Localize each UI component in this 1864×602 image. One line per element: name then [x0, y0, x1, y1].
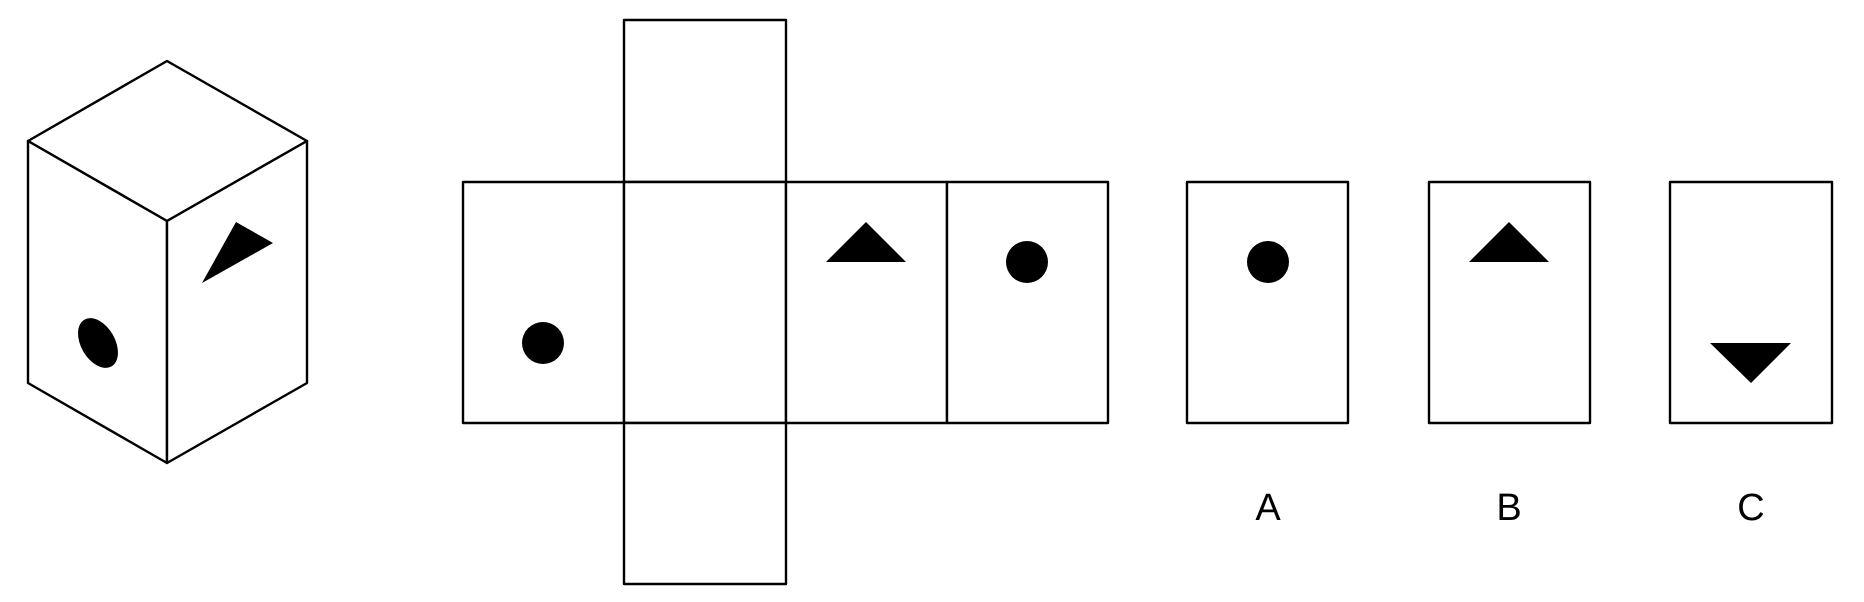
net-face-top	[622, 18, 788, 184]
option-c-card[interactable]	[1668, 180, 1834, 425]
option-a-card[interactable]	[1185, 180, 1350, 425]
isometric-cube	[26, 59, 309, 465]
cube-right-face	[165, 139, 309, 465]
net-face-right-1	[784, 180, 949, 425]
net-face-right-2	[945, 180, 1110, 425]
option-c-label: C	[1737, 487, 1764, 529]
net-face-center	[622, 180, 788, 425]
option-b[interactable]: B	[1427, 180, 1592, 529]
cube-right-triangle-mark	[202, 222, 273, 283]
cube-net	[461, 18, 1110, 586]
option-b-triangle-up-mark	[1469, 222, 1549, 262]
net-triangle-up-mark	[826, 222, 906, 262]
option-c-triangle-down-mark	[1710, 343, 1791, 383]
net-face-left	[461, 180, 626, 425]
option-b-label: B	[1496, 487, 1521, 529]
net-left-circle-mark	[522, 322, 564, 364]
net-right-circle-mark	[1006, 241, 1048, 283]
option-c[interactable]: C	[1668, 180, 1834, 529]
option-b-card[interactable]	[1427, 180, 1592, 425]
net-face-bottom	[622, 421, 788, 586]
cube-front-circle-mark	[78, 318, 118, 368]
option-a[interactable]: A	[1185, 180, 1350, 529]
option-a-circle-mark	[1247, 241, 1289, 283]
option-a-label: A	[1255, 487, 1281, 529]
